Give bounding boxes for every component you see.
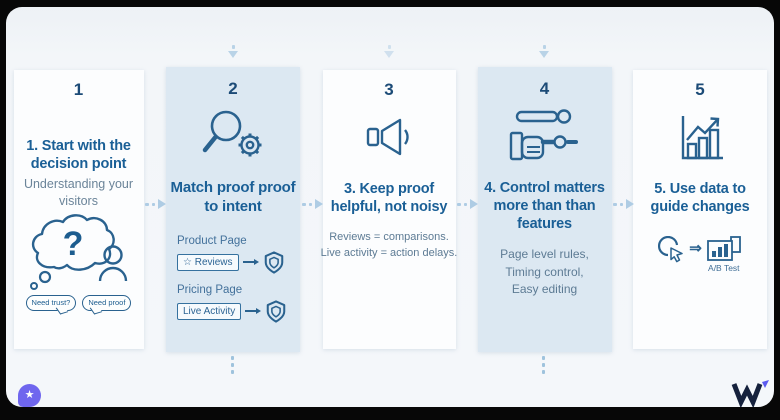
speaker-icon (366, 118, 409, 156)
down-arrow-icon (228, 45, 238, 58)
connector-arrow-icon (613, 199, 634, 209)
step-title: 1. Start with the decision point (26, 138, 131, 173)
step-card-3: 3 3. Keep proof helpful, not noisy Revie… (320, 70, 458, 349)
right-arrow-icon (242, 259, 259, 265)
step-number: 1 (73, 80, 84, 99)
proof-row-product: Product Page ☆ Reviews (177, 235, 289, 275)
step-number: 5 (695, 80, 705, 99)
hand-slider-icon (509, 109, 578, 161)
cursor-click-icon (658, 236, 683, 263)
body-text: Page level rules, (500, 247, 589, 262)
step-number: 4 (539, 79, 550, 98)
dashed-line-icon (542, 356, 545, 374)
step-card-2: 2 Match proof proof to intent Product Pa… (166, 67, 300, 352)
ab-test-label: A/B Test (708, 263, 740, 274)
svg-text:?: ? (62, 225, 83, 263)
mini-chart-icon (706, 236, 741, 262)
step-title: 4. Control matters more than than featur… (484, 180, 605, 233)
dashed-line-icon (231, 356, 234, 374)
step-card-1: 1 1. Start with the decision point Under… (13, 70, 144, 349)
shield-icon (264, 250, 283, 274)
step-card-4: 4 4. Control matters more than than feat… (477, 67, 612, 352)
step-title: Match proof proof to intent (170, 179, 296, 215)
speech-bubble: Need trust? (25, 294, 77, 311)
proof-row-pricing: Pricing Page Live Activity (177, 284, 289, 324)
down-arrow-icon (539, 45, 549, 58)
connector-arrow-icon (302, 199, 323, 209)
page-label: Pricing Page (177, 283, 243, 296)
page-label: Product Page (177, 234, 247, 247)
proof-tag: Live Activity (177, 302, 242, 320)
infographic-panel: 1 1. Start with the decision point Under… (6, 7, 774, 409)
step-number: 2 (228, 79, 238, 98)
thought-cloud-question-icon: ? (29, 213, 127, 290)
body-text: Timing control, (505, 264, 584, 279)
step-subtitle: Understanding your visitors (23, 177, 134, 208)
connector-arrow-icon (457, 199, 478, 209)
bar-chart-growth-icon (681, 116, 723, 160)
proof-tag: ☆ Reviews (177, 253, 239, 271)
ab-test-graphic: ⇒ A/B Test (658, 236, 742, 273)
body-text: Reviews = comparisons. (329, 231, 449, 244)
speech-bubble: Need proof (82, 294, 132, 311)
down-arrow-icon (384, 45, 394, 58)
star-icon: ★ (24, 389, 35, 401)
connector-arrow-icon (145, 199, 166, 209)
step-card-5: 5 5. Use data to guide changes ⇒ (633, 70, 767, 349)
step-number: 3 (384, 80, 394, 99)
body-text: Live activity = action delays. (320, 247, 458, 260)
shield-icon (266, 299, 286, 323)
step-title: 3. Keep proof helpful, not noisy (330, 181, 448, 216)
speech-bubbles: Need trust? Need proof (25, 294, 132, 311)
right-arrow-icon (245, 308, 262, 314)
magnifier-gear-icon (202, 110, 262, 157)
double-arrow-icon: ⇒ (689, 240, 702, 258)
star-badge-icon: ★ (18, 384, 41, 407)
w-logo-icon (730, 379, 770, 412)
body-text: Easy editing (511, 282, 578, 297)
step-title: 5. Use data to guide changes (650, 181, 750, 216)
